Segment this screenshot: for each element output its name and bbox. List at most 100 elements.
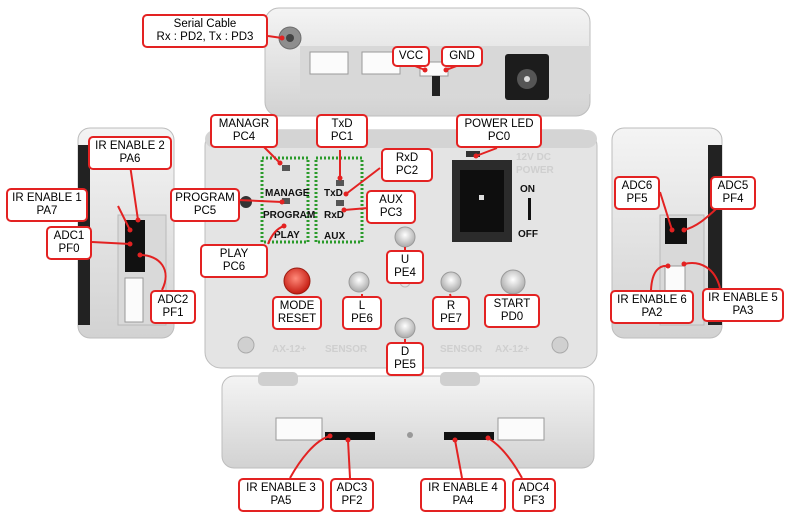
- d-label: D PE5: [386, 342, 424, 376]
- managr-label: MANAGR PC4: [210, 114, 278, 148]
- serial-cable-pins: Rx : PD2, Tx : PD3: [156, 31, 254, 43]
- adc3-name: ADC3: [336, 482, 368, 494]
- adc5-pin: PF4: [722, 193, 744, 205]
- program-name: PROGRAM: [175, 192, 235, 204]
- play-pin: PC6: [222, 261, 246, 273]
- adc4-name: ADC4: [518, 482, 550, 494]
- txd-pin: PC1: [330, 131, 354, 143]
- comm-led-box: [314, 156, 364, 244]
- program-label: PROGRAM PC5: [170, 188, 240, 222]
- right-button[interactable]: [440, 271, 462, 293]
- bottom-sensor-header-1: [325, 432, 375, 440]
- mode-reset-label: MODE RESET: [272, 296, 322, 330]
- ir-enable-2-name: IR ENABLE 2: [95, 140, 165, 152]
- power-text: POWER: [516, 165, 555, 176]
- start-name: START: [493, 298, 531, 310]
- ir-enable-6-name: IR ENABLE 6: [617, 294, 687, 306]
- ir-enable-1-label: IR ENABLE 1 PA7: [6, 188, 88, 222]
- ir-enable-3-pin: PA5: [270, 495, 292, 507]
- panel-aux-text: AUX: [324, 231, 345, 242]
- vcc-label: VCC: [392, 46, 430, 67]
- adc5-name: ADC5: [717, 180, 749, 192]
- panel-sensor-text-left: SENSOR: [325, 344, 368, 355]
- gnd-label: GND: [441, 46, 483, 67]
- managr-pin: PC4: [232, 131, 256, 143]
- left-sensor-header: [125, 220, 145, 272]
- play-label: PLAY PC6: [200, 244, 268, 278]
- ir-enable-5-pin: PA3: [732, 305, 754, 317]
- panel-model-text-left: AX-12+: [272, 344, 306, 355]
- panel-model-text-right: AX-12+: [495, 344, 529, 355]
- adc1-pin: PF0: [58, 243, 80, 255]
- u-label: U PE4: [386, 250, 424, 284]
- panel-manage-text: MANAGE: [265, 188, 310, 199]
- txd-label: TxD PC1: [316, 114, 368, 148]
- program-pin: PC5: [193, 205, 217, 217]
- power-led-pin: PC0: [487, 131, 511, 143]
- adc1-name: ADC1: [53, 230, 85, 242]
- panel-rxd-text: RxD: [324, 210, 344, 221]
- ir-enable-3-label: IR ENABLE 3 PA5: [238, 478, 324, 512]
- power-led-name: POWER LED: [464, 118, 534, 130]
- adc6-label: ADC6 PF5: [614, 176, 660, 210]
- power-rating-text: 12V DC: [516, 152, 551, 163]
- power-led-label: POWER LED PC0: [456, 114, 542, 148]
- bottom-connector-2: [497, 417, 545, 441]
- l-label: L PE6: [342, 296, 382, 330]
- adc4-label: ADC4 PF3: [512, 478, 556, 512]
- ir-enable-4-pin: PA4: [452, 495, 474, 507]
- ir-enable-5-label: IR ENABLE 5 PA3: [702, 288, 784, 322]
- play-name: PLAY: [219, 248, 249, 260]
- r-pin: PE7: [440, 313, 462, 325]
- up-button[interactable]: [394, 226, 416, 248]
- serial-cable-label: Serial Cable Rx : PD2, Tx : PD3: [142, 14, 268, 48]
- mode-name: MODE: [279, 300, 315, 312]
- l-name: L: [358, 300, 366, 312]
- ir-enable-4-label: IR ENABLE 4 PA4: [420, 478, 506, 512]
- callout-arrows: [91, 35, 727, 479]
- aux-label: AUX PC3: [366, 190, 416, 224]
- d-name: D: [400, 346, 410, 358]
- adc1-label: ADC1 PF0: [46, 226, 92, 260]
- panel-sensor-text-right: SENSOR: [440, 344, 483, 355]
- ir-enable-5-name: IR ENABLE 5: [708, 292, 778, 304]
- rxd-pin: PC2: [395, 165, 419, 177]
- panel-program-text: PROGRAM: [263, 210, 315, 221]
- serial-cable-title: Serial Cable: [173, 18, 237, 30]
- bottom-view: [221, 372, 595, 469]
- switch-off-text: OFF: [518, 229, 538, 240]
- adc2-name: ADC2: [157, 294, 189, 306]
- reset-name: RESET: [277, 313, 317, 325]
- ir-enable-4-name: IR ENABLE 4: [428, 482, 498, 494]
- adc2-label: ADC2 PF1: [150, 290, 196, 324]
- callout-dots: [127, 35, 687, 443]
- down-button[interactable]: [394, 317, 416, 339]
- start-label: START PD0: [484, 294, 540, 328]
- ir-enable-1-name: IR ENABLE 1: [12, 192, 82, 204]
- rxd-name: RxD: [395, 152, 419, 164]
- status-led-box: [260, 156, 310, 244]
- panel-txd-text: TxD: [324, 188, 343, 199]
- ir-enable-1-pin: PA7: [36, 205, 58, 217]
- rxd-label: RxD PC2: [381, 148, 433, 182]
- left-connector: [124, 277, 144, 323]
- ir-enable-6-pin: PA2: [641, 307, 663, 319]
- top-connector-1: [309, 51, 349, 75]
- power-led: [466, 151, 480, 157]
- switch-on-text: ON: [520, 184, 535, 195]
- txd-name: TxD: [331, 118, 353, 130]
- r-name: R: [446, 300, 456, 312]
- mode-button[interactable]: [283, 267, 311, 295]
- managr-name: MANAGR: [218, 118, 270, 130]
- adc6-pin: PF5: [626, 193, 648, 205]
- bottom-connector-1: [275, 417, 323, 441]
- vcc-text: VCC: [398, 50, 424, 62]
- adc3-pin: PF2: [341, 495, 363, 507]
- start-button[interactable]: [500, 269, 526, 295]
- l-pin: PE6: [351, 313, 373, 325]
- ir-enable-3-name: IR ENABLE 3: [246, 482, 316, 494]
- left-button[interactable]: [348, 271, 370, 293]
- panel-play-text: PLAY: [274, 230, 300, 241]
- bottom-sensor-header-2: [444, 432, 494, 440]
